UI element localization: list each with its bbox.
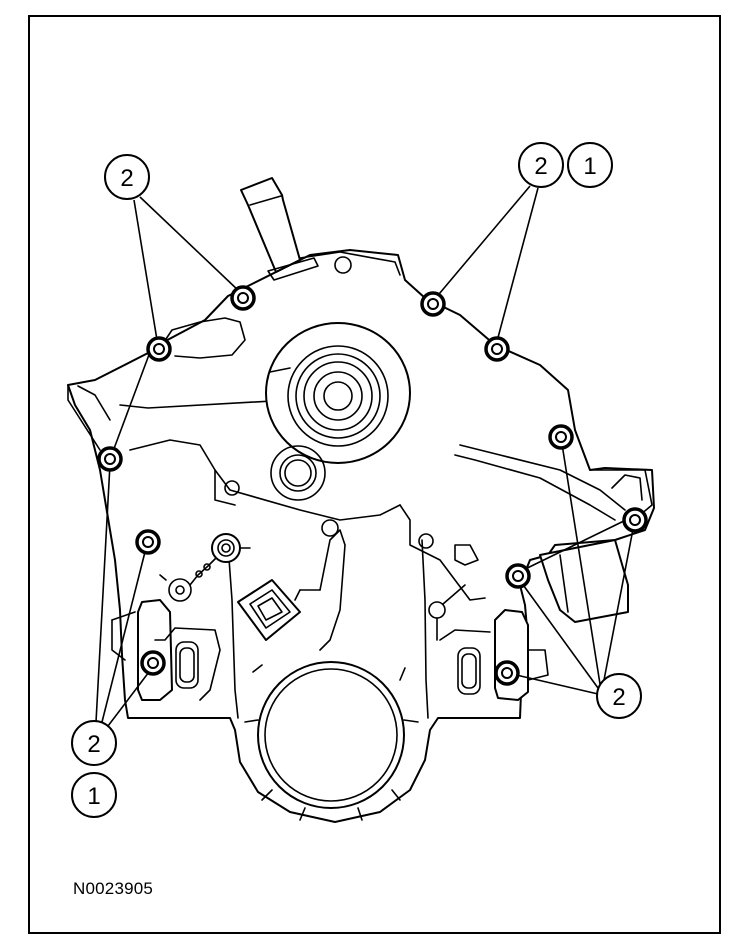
bolt — [494, 660, 520, 686]
bolt — [230, 285, 256, 311]
callout-label: 2 — [534, 153, 547, 180]
cover-outline — [67, 249, 655, 823]
idler-boss — [270, 445, 326, 501]
callout-label: 2 — [120, 165, 133, 192]
figure-reference-code: N0023905 — [73, 879, 154, 898]
bolt — [135, 529, 161, 555]
callout-label: 1 — [87, 783, 100, 810]
diamond-boss — [237, 579, 301, 641]
bolt — [622, 507, 648, 533]
callout-2-bottom-left: 2 — [71, 720, 117, 766]
leader-lines — [95, 185, 635, 727]
bolt — [420, 291, 446, 317]
bolt — [140, 650, 166, 676]
water-outlet-neck — [240, 177, 301, 273]
callout-2-top-right: 2 — [518, 142, 564, 188]
callout-2-top-left: 2 — [104, 154, 150, 200]
callout-label: 2 — [612, 684, 625, 711]
bolt — [548, 424, 574, 450]
water-pump-hub — [265, 322, 411, 464]
bolt — [97, 446, 123, 472]
crankshaft-bore — [244, 661, 419, 821]
bolt — [484, 336, 510, 362]
callout-label: 2 — [87, 731, 100, 758]
cover-bolts — [97, 285, 648, 686]
bolt — [505, 563, 531, 589]
lower-right-boss — [494, 609, 529, 701]
callout-2-bottom-right: 2 — [596, 673, 642, 719]
callout-1-top-right: 1 — [567, 142, 613, 188]
callout-label: 1 — [583, 153, 596, 180]
dowel-holes — [224, 256, 434, 549]
lower-left-boss — [137, 599, 173, 701]
callout-1-bottom-left: 1 — [71, 772, 117, 818]
figure-frame — [28, 15, 721, 934]
bolt — [146, 336, 172, 362]
